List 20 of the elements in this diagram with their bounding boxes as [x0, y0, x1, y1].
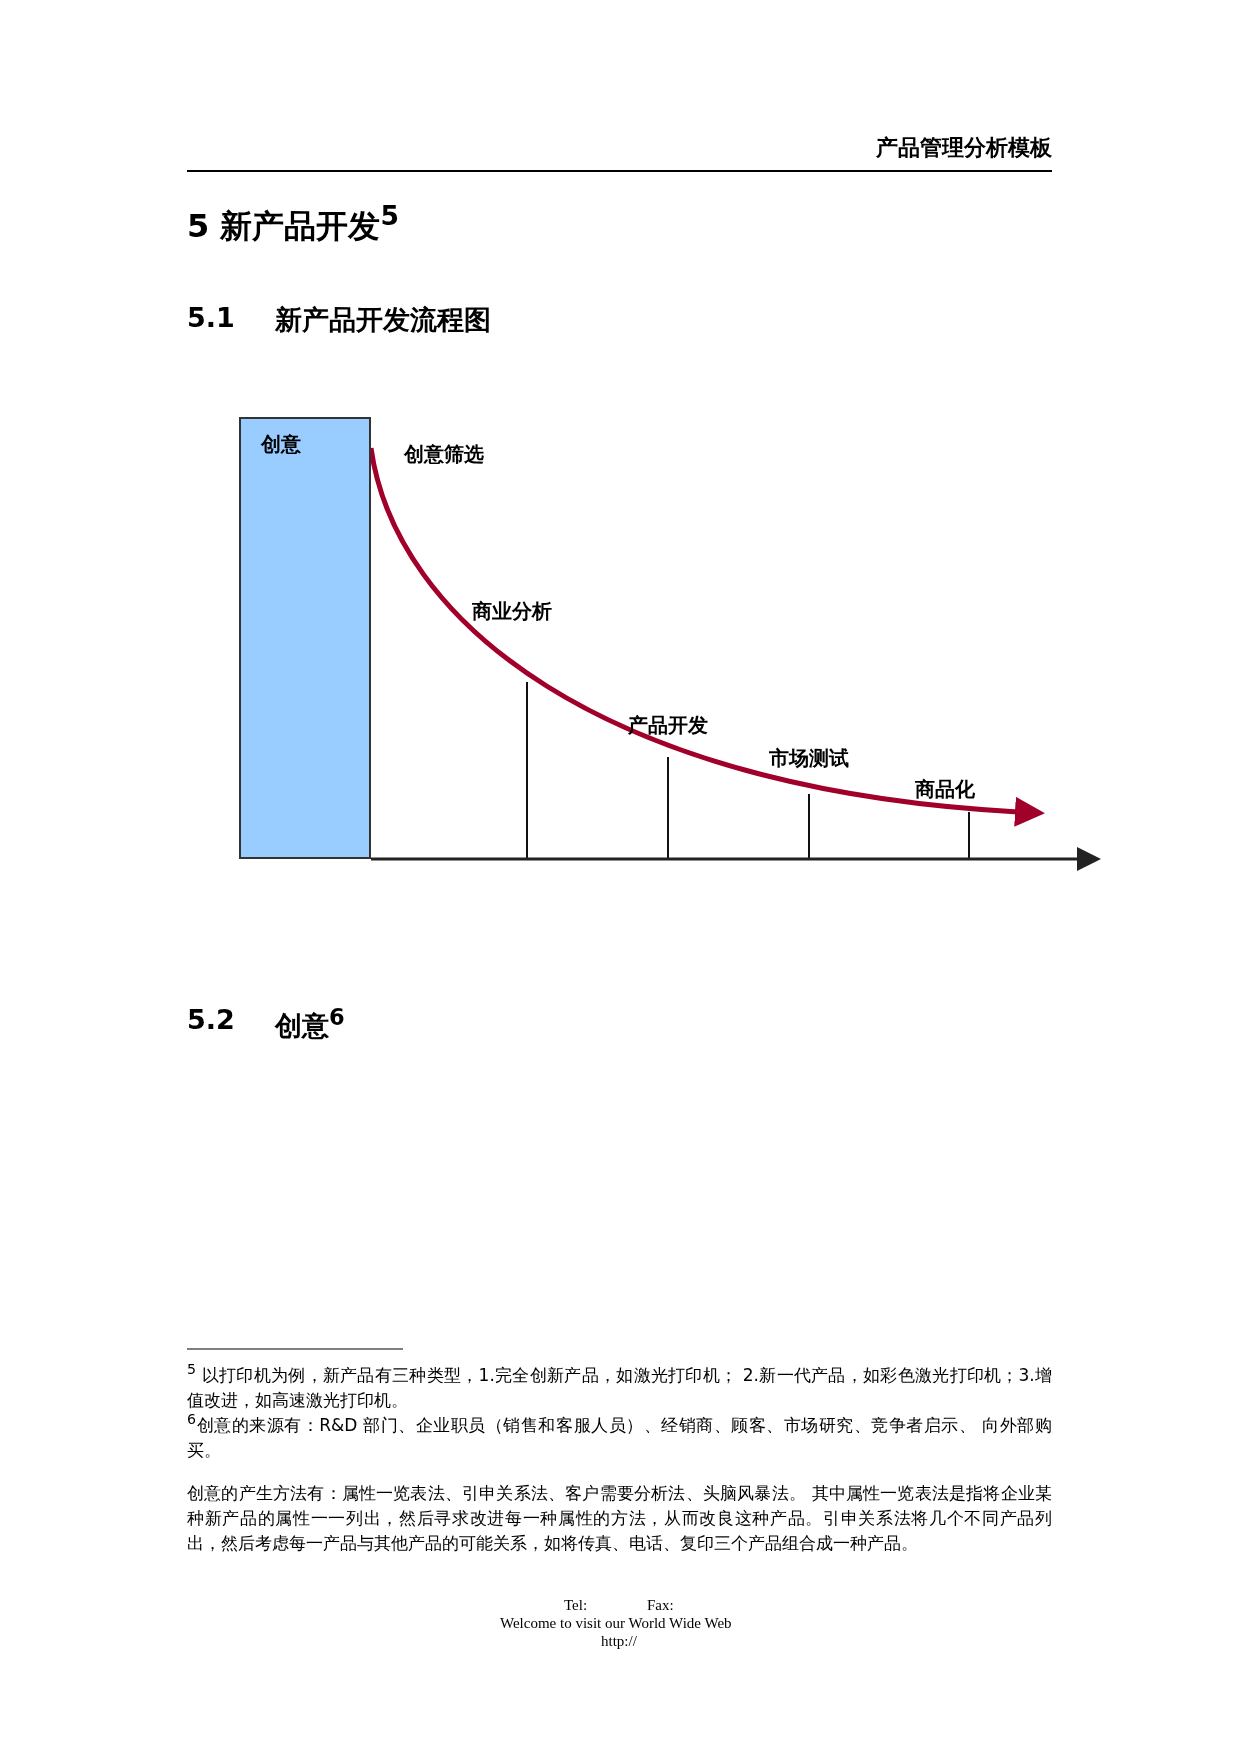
section-heading: 5 新产品开发$^{5}$ — [187, 200, 399, 247]
stage-label: 产品开发 — [628, 712, 708, 739]
section-heading: 新产品开发流程图 — [275, 303, 491, 337]
section-heading: 创意$^{6}$ — [275, 1004, 345, 1043]
section-number: 5.2 — [187, 1004, 235, 1035]
stage-bar — [239, 417, 371, 859]
footer-text: Fax: — [647, 1597, 674, 1614]
body-paragraph: 创意的产生方法有：属性一览表法、引申关系法、客户需要分析法、头脑风暴法。 其中属性一览表法是指将企业某种新产品的属性一一列出，然后寻求改进每一种属性的方法，从而改良这种产品。引申关系法将几个不同产品列出，然后考虑每一产品与其他产品的可能关系，如将传真、电话、复印三个产品组合成一种产品。 — [187, 1482, 1052, 1555]
stage-label: 市场测试 — [769, 745, 849, 772]
footer-text: Tel: — [564, 1597, 588, 1614]
header-title: 产品管理分析模板 — [876, 134, 1052, 162]
footnote: $^{5}$ 以打印机为例，新产品有三种类型，1.完全创新产品，如激光打印机； 2.新一代产品，如彩色激光打印机；3.增值改进，如高速激光打印机。 — [187, 1360, 1052, 1412]
stage-label: 创意筛选 — [404, 441, 484, 468]
stage-label: 商品化 — [915, 776, 975, 803]
footer-text: http:// — [601, 1633, 637, 1650]
section-number: 5.1 — [187, 302, 235, 333]
footer-text: Welcome to visit our World Wide Web — [500, 1615, 732, 1632]
footnote: $^{6}$创意的来源有：R&D 部门、企业职员（销售和客服人员）、经销商、顾客、市场研究、竞争者启示、 向外部购买。 — [187, 1410, 1052, 1462]
stage-label: 商业分析 — [472, 598, 552, 625]
stage-label: 创意 — [261, 431, 301, 458]
